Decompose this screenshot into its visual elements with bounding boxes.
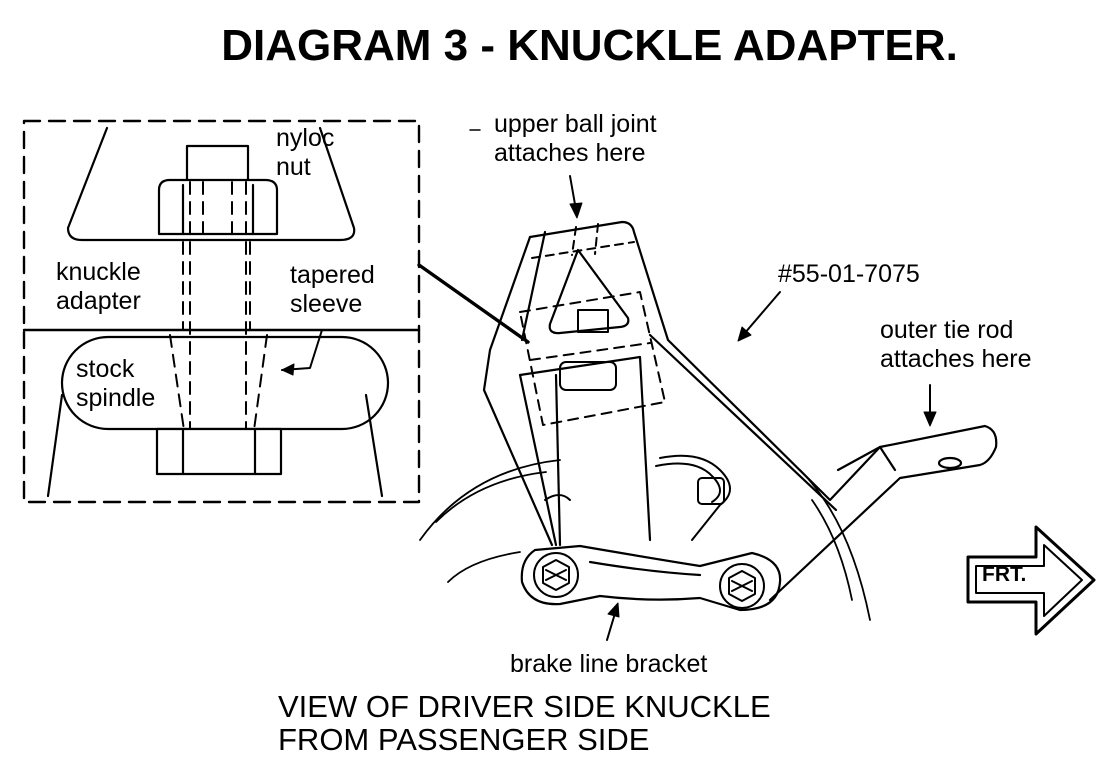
brake-line-bracket-label: brake line bracket: [510, 650, 708, 678]
detail-inset: [22, 119, 530, 504]
part-number-label: #55-01-7075: [778, 260, 920, 288]
front-arrow-label: FRT.: [982, 563, 1027, 586]
nyloc-nut-shape: [157, 144, 279, 236]
knuckle-body: [419, 220, 998, 621]
front-arrow-icon: [966, 525, 1096, 636]
leader-arrows: [469, 129, 937, 641]
diagram-title: DIAGRAM 3 - KNUCKLE ADAPTER.: [221, 21, 958, 70]
bracket-bolts: [533, 552, 765, 609]
